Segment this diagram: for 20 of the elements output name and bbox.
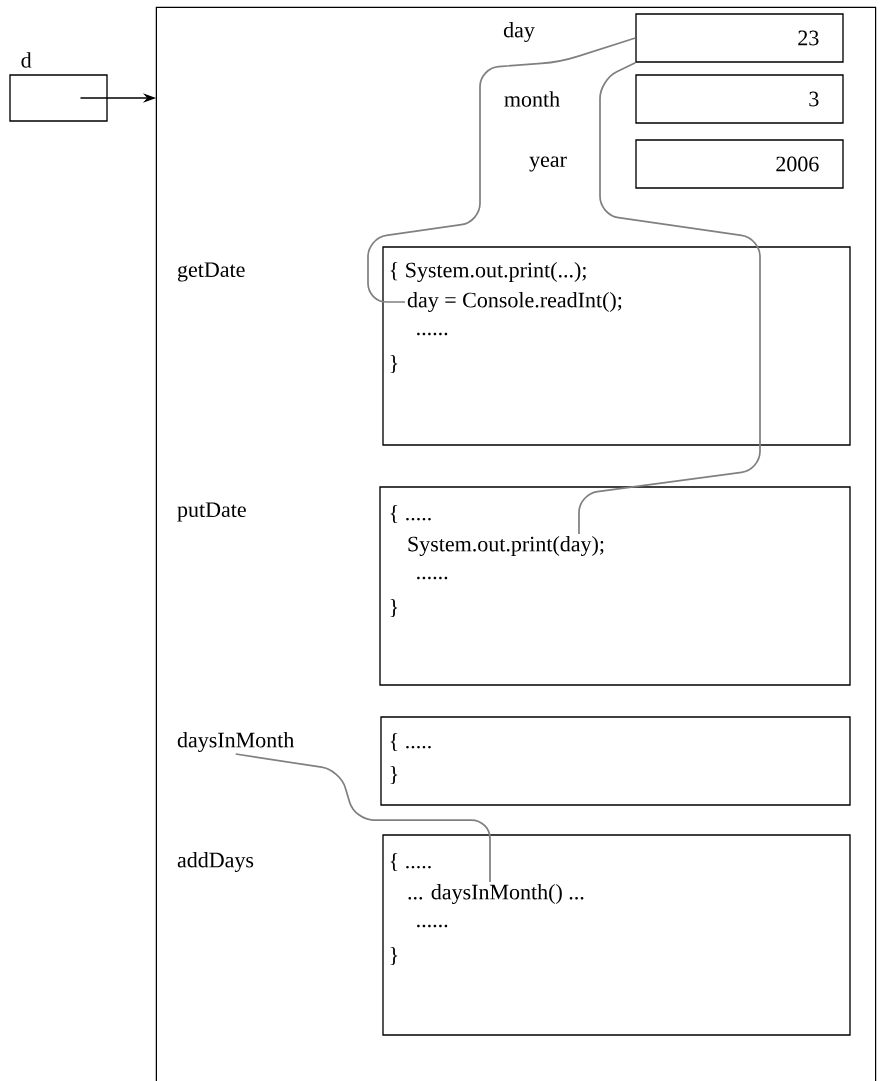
- field-label: day: [503, 22, 535, 42]
- method-name: addDays: [177, 852, 254, 872]
- connector-line: [234, 753, 491, 883]
- variable-box: d: [9, 52, 108, 122]
- node-label: d: [21, 52, 32, 68]
- code-line: ... daysInMonth() ...: [408, 884, 584, 904]
- connector-line: [578, 61, 761, 535]
- code-line: System.out.print(day);: [408, 536, 604, 556]
- method-name: getDate: [177, 262, 245, 282]
- field-box: 2006: [635, 139, 844, 189]
- field-label: year: [529, 156, 567, 172]
- field-box: 23: [635, 13, 844, 63]
- method-box: { ..... }: [380, 716, 851, 806]
- code-line: day = Console.readInt();: [407, 292, 622, 312]
- field-box: 3: [635, 74, 844, 124]
- field-label: month: [504, 91, 560, 107]
- method-name: putDate: [177, 502, 246, 522]
- object-box: [155, 6, 877, 1081]
- connector-line: [367, 37, 637, 303]
- method-name: daysInMonth: [177, 732, 295, 752]
